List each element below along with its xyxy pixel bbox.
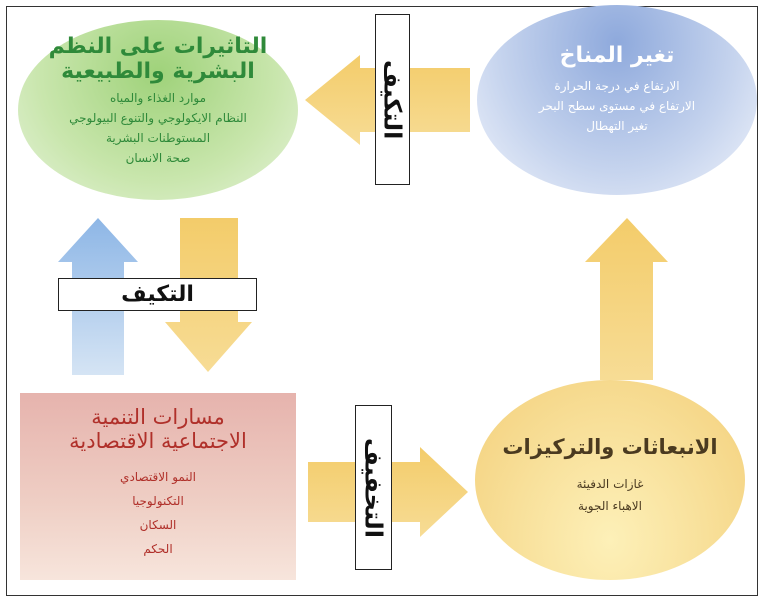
- climate-item: الارتفاع في درجة الحرارة: [554, 79, 680, 93]
- development-box: مسارات التنمية الاجتماعية الاقتصادية الن…: [20, 393, 296, 580]
- development-item: النمو الاقتصادي: [120, 470, 196, 484]
- emissions-item: الاهباء الجوية: [578, 499, 642, 513]
- mitigation-label: التخفيف: [355, 405, 392, 570]
- impacts-item: المستوطنات البشرية: [105, 131, 211, 145]
- emissions-title: الانبعاثات والتركيزات: [502, 435, 718, 459]
- climate-ellipse: تغير المناخ الارتفاع في درجة الحرارة الا…: [477, 5, 757, 195]
- impacts-item: النظام الايكولوجي والتنوع البيولوجي: [69, 111, 247, 125]
- development-title-1: مسارات التنمية: [91, 405, 225, 429]
- impacts-title-1: التاثيرات على النظم: [48, 34, 268, 59]
- development-item: التكنولوجيا: [132, 494, 184, 508]
- frame-border: [6, 6, 758, 596]
- impacts-ellipse: التاثيرات على النظم البشرية والطبيعية مو…: [18, 20, 298, 200]
- arrow-up-right: [585, 218, 668, 380]
- climate-title: تغير المناخ: [559, 43, 675, 68]
- climate-item: الارتفاع في مستوى سطح البحر: [538, 99, 696, 113]
- emissions-ellipse: الانبعاثات والتركيزات غازات الدفيئة الاه…: [475, 380, 745, 580]
- development-item: الحكم: [143, 542, 173, 556]
- development-title-2: الاجتماعية الاقتصادية: [69, 429, 247, 453]
- impacts-item: صحة الانسان: [125, 151, 191, 165]
- impacts-item: موارد الغذاء والمياه: [109, 91, 207, 105]
- adaptation-top-label: التكيف: [375, 14, 410, 185]
- adaptation-left-label: التكيف: [58, 278, 257, 311]
- emissions-item: غازات الدفيئة: [576, 477, 644, 491]
- development-item: السكان: [139, 518, 177, 532]
- climate-item: تغير التهطال: [586, 119, 648, 133]
- impacts-title-2: البشرية والطبيعية: [61, 59, 255, 84]
